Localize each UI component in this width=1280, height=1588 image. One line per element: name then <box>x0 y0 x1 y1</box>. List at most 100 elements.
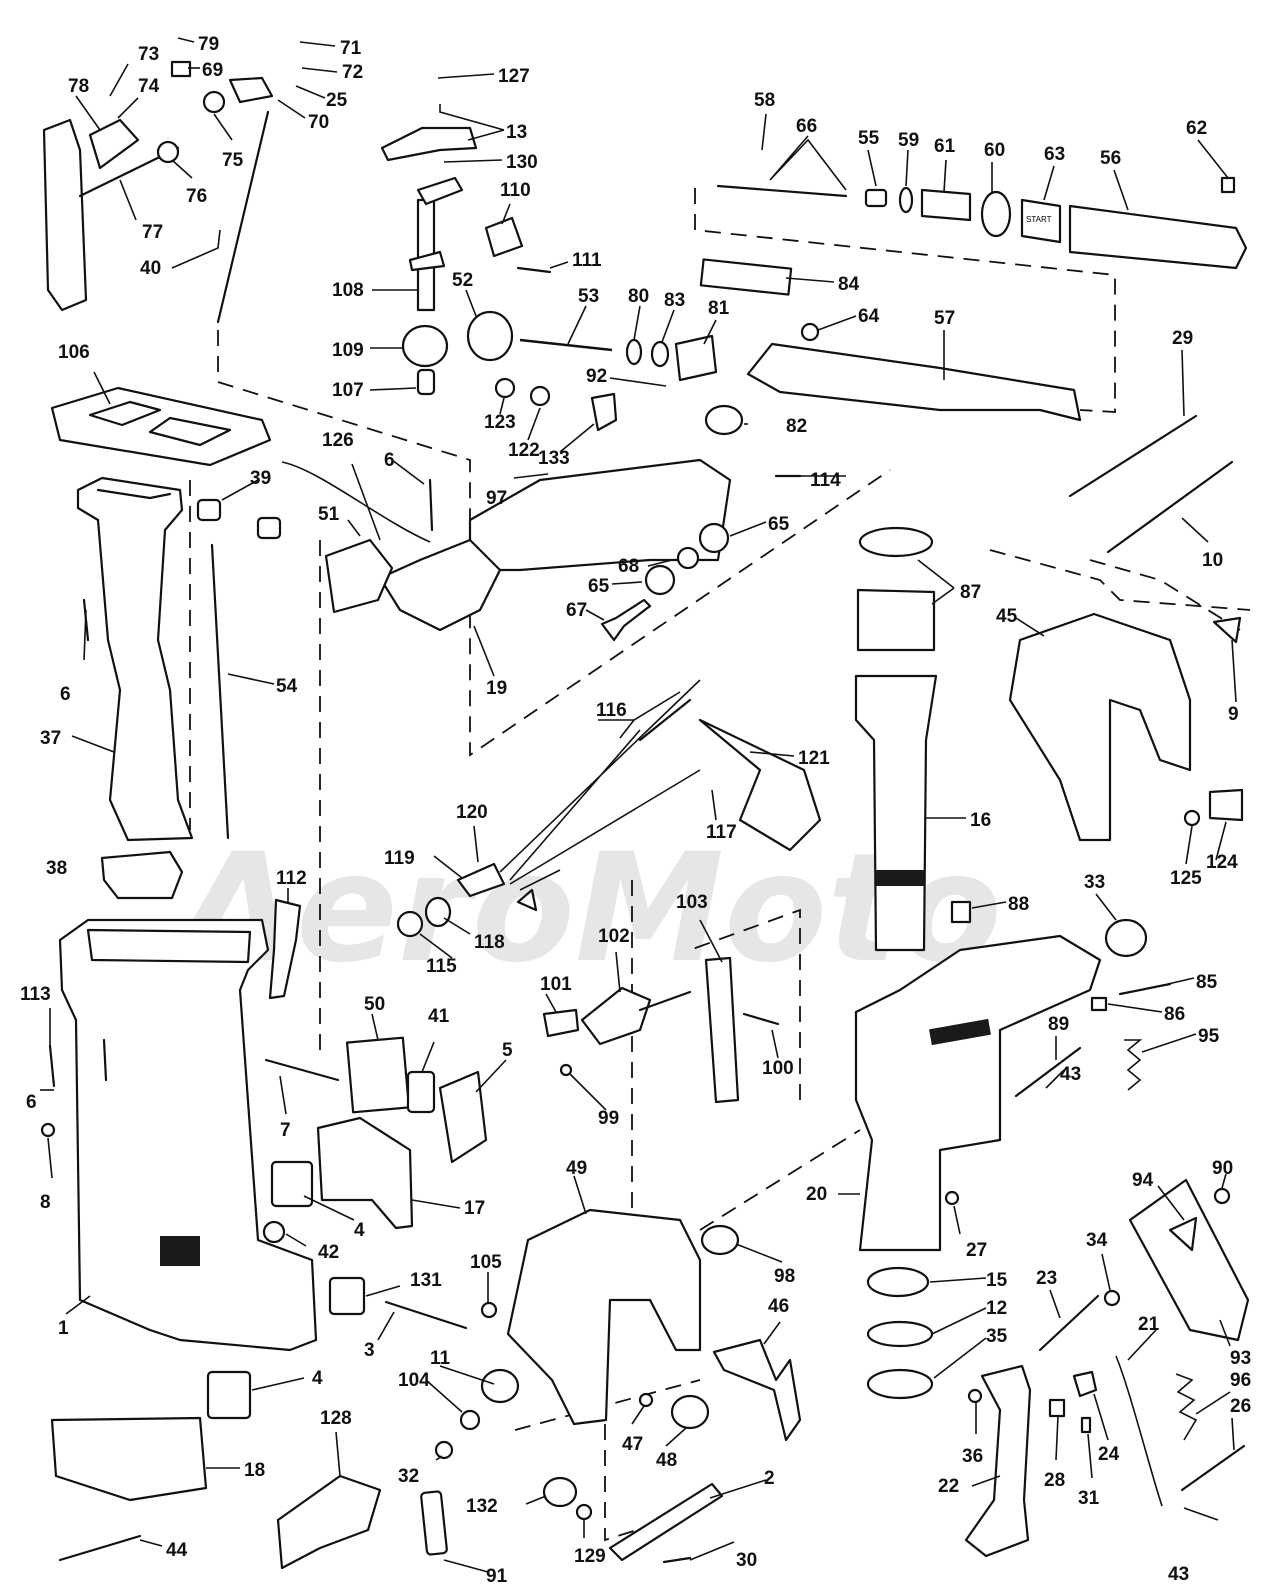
bushing-33 <box>1104 918 1148 958</box>
callout: 8 <box>40 1192 51 1213</box>
callout: 16 <box>970 810 991 831</box>
callout: 37 <box>40 728 61 749</box>
bracket-19 <box>378 538 502 632</box>
bolt-3 <box>384 1300 468 1330</box>
callout: 127 <box>498 66 530 87</box>
callout: 43 <box>1168 1564 1189 1585</box>
tab-91 <box>420 1490 448 1556</box>
callout: 100 <box>762 1058 794 1079</box>
callout: 33 <box>1084 872 1105 893</box>
callout: 114 <box>810 470 841 491</box>
seal-12 <box>866 1320 934 1348</box>
cover-84 <box>699 258 793 296</box>
spring-28 <box>1048 1398 1066 1418</box>
callout: 98 <box>774 1266 795 1287</box>
shaft-66 <box>716 184 848 198</box>
callout: 32 <box>398 1466 419 1487</box>
spring-96 <box>1175 1373 1198 1441</box>
exhaust-tube-37 <box>76 476 194 842</box>
callout: 91 <box>486 1566 508 1587</box>
switch-119 <box>456 862 506 898</box>
callout: 104 <box>398 1370 430 1391</box>
callout: 13 <box>506 122 527 143</box>
callout: 73 <box>138 44 159 65</box>
handle-grip-56 <box>1068 204 1248 270</box>
callout: 23 <box>1036 1268 1057 1289</box>
nut-115 <box>396 910 424 938</box>
harness-120 <box>499 679 701 891</box>
callout: 46 <box>768 1296 789 1317</box>
callout: 123 <box>484 412 516 433</box>
callout: 7 <box>280 1120 291 1141</box>
callout: 6 <box>60 684 71 705</box>
gasket-plate-106 <box>50 386 272 467</box>
callout: 93 <box>1230 1348 1251 1369</box>
screw-85 <box>1118 982 1172 996</box>
rod-54 <box>210 543 230 840</box>
callout: 62 <box>1186 118 1207 139</box>
cap-118 <box>424 896 452 928</box>
bushing-76 <box>156 140 180 164</box>
seal-38 <box>100 850 184 900</box>
rod-21 <box>1115 1355 1163 1507</box>
bushing-87b <box>856 588 936 652</box>
callout-labels: 79 71 73 69 72 74 78 25 70 75 76 77 40 1… <box>20 34 1251 1587</box>
callout: 10 <box>1202 550 1223 571</box>
callout: 122 <box>508 440 540 461</box>
nut-32 <box>434 1440 454 1460</box>
callout: 42 <box>318 1242 339 1263</box>
callout: 102 <box>598 926 630 947</box>
nut-129 <box>575 1503 593 1521</box>
callout: 11 <box>430 1348 451 1369</box>
clip-69 <box>170 60 192 78</box>
latch-94 <box>1168 1216 1198 1252</box>
callout: 87 <box>960 582 981 603</box>
callout: 67 <box>566 600 587 621</box>
screw-62 <box>1220 176 1236 194</box>
shift-shaft-108 <box>408 176 464 312</box>
washer-132 <box>542 1476 578 1508</box>
plate-48 <box>670 1394 710 1430</box>
callout: 75 <box>222 150 244 171</box>
callout: 36 <box>962 1446 983 1467</box>
tiller-handle-57 <box>746 342 1082 422</box>
callout: 85 <box>1196 972 1218 993</box>
callout: 97 <box>486 488 507 509</box>
callout: 106 <box>58 342 90 363</box>
callout: 69 <box>202 60 223 81</box>
callout: 110 <box>500 180 531 201</box>
washer-82 <box>704 404 744 436</box>
washer-34 <box>1103 1289 1121 1307</box>
pin-107 <box>416 368 436 396</box>
washer-80 <box>625 338 643 366</box>
callout: 103 <box>676 892 708 913</box>
callout: 76 <box>186 186 207 207</box>
bearing-87a <box>858 526 934 558</box>
callout: 86 <box>1164 1004 1185 1025</box>
callout: 2 <box>764 1468 775 1489</box>
callout: 71 <box>340 38 362 59</box>
callout: 65 <box>768 514 790 535</box>
block-4b <box>206 1370 252 1420</box>
callout: 26 <box>1230 1396 1251 1417</box>
callout: 82 <box>786 416 807 437</box>
callout: 126 <box>322 430 354 451</box>
callout: 31 <box>1078 1488 1100 1509</box>
screw-47 <box>638 1392 654 1408</box>
callout: 25 <box>326 90 348 111</box>
leader-lines <box>40 37 1237 1573</box>
callout: 83 <box>664 290 685 311</box>
cable-126 <box>281 461 431 543</box>
callout: 55 <box>858 128 880 149</box>
clamp-bracket-45 <box>1008 612 1192 842</box>
tilt-lever-93 <box>1128 1178 1250 1342</box>
plate-50 <box>345 1036 411 1114</box>
callout: 27 <box>966 1240 987 1261</box>
callout: 115 <box>426 956 457 977</box>
callout: 4 <box>312 1368 323 1389</box>
nut-90 <box>1213 1187 1231 1205</box>
callout: 113 <box>20 984 51 1005</box>
bracket-121 <box>698 718 822 852</box>
washer-59 <box>898 186 914 214</box>
